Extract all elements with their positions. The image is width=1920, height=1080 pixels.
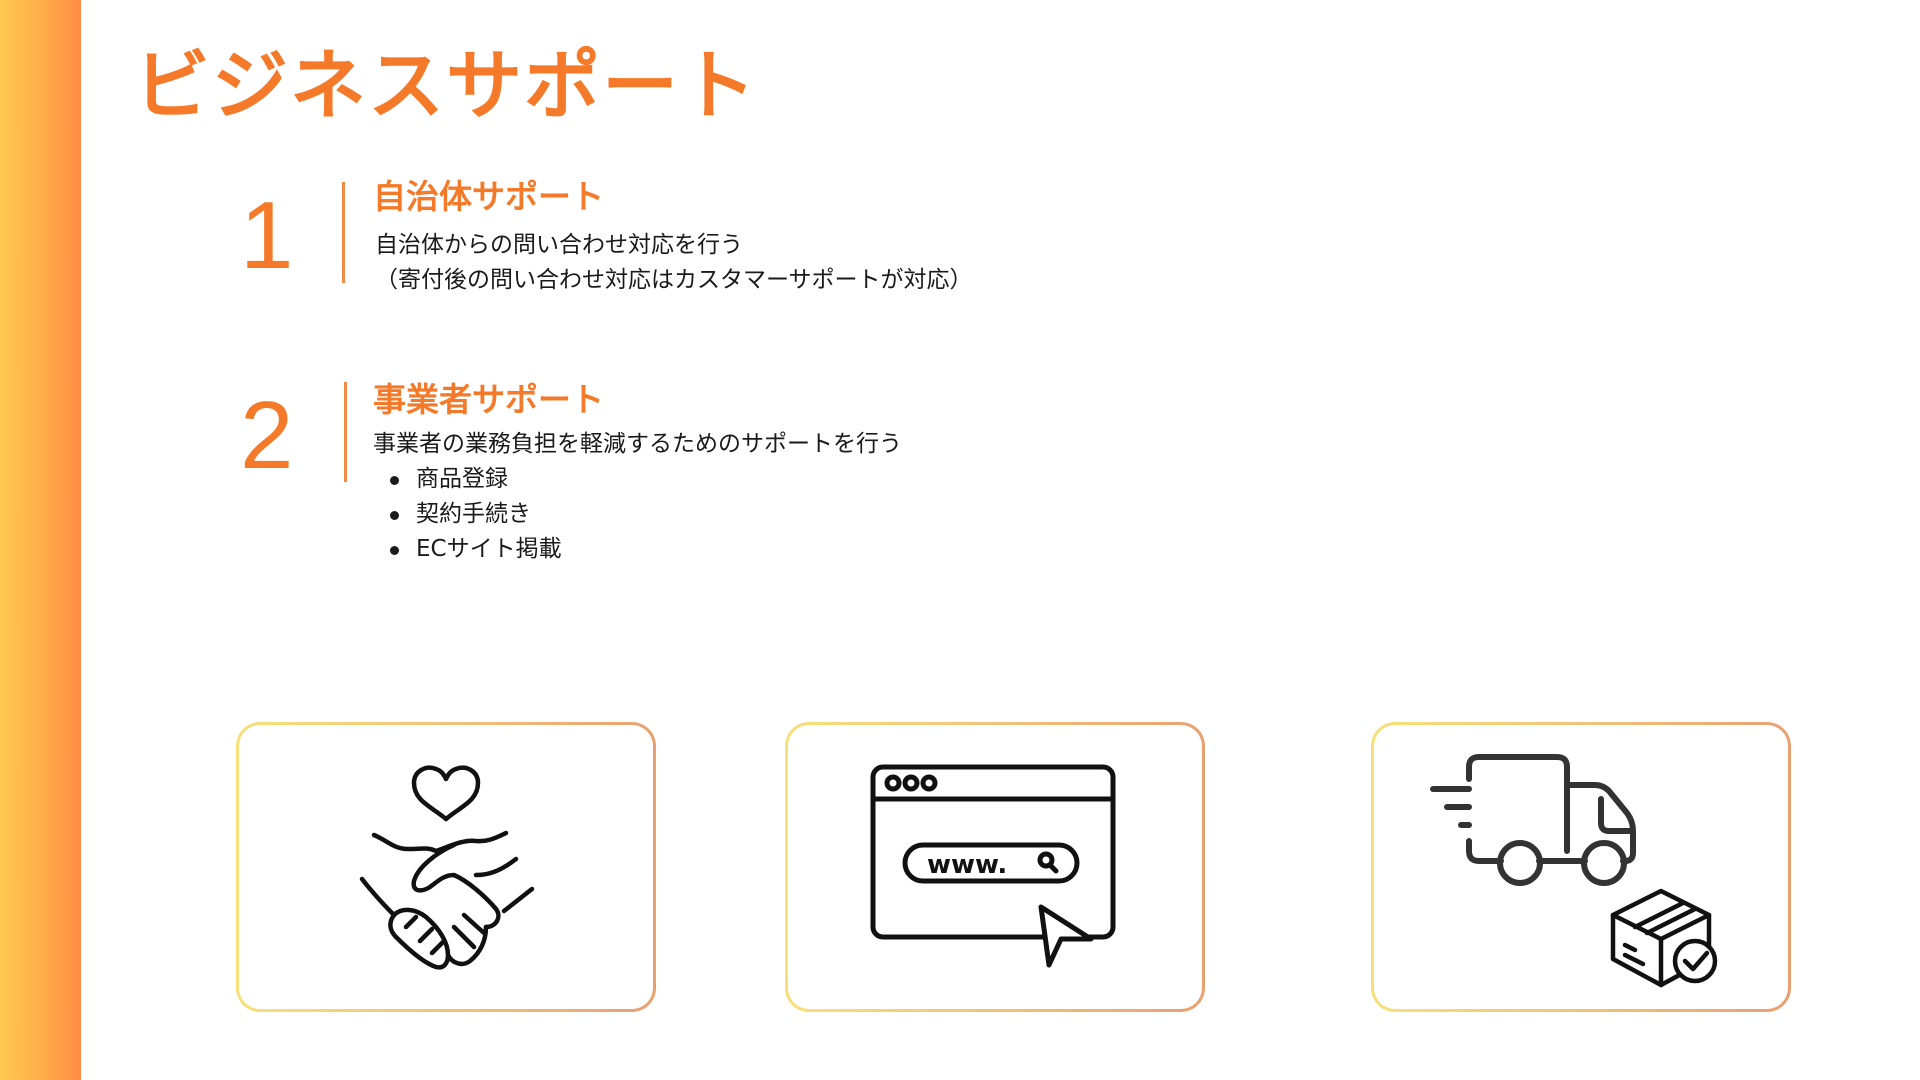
section-body: 自治体からの問い合わせ対応を行う （寄付後の問い合わせ対応はカスタマーサポートが… <box>375 228 973 298</box>
body-line: 事業者の業務負担を軽減するためのサポートを行う <box>373 431 902 457</box>
page-title: ビジネスサポート <box>134 41 758 130</box>
handshake-heart-icon <box>359 765 535 970</box>
card-handshake <box>236 722 656 1012</box>
bullet-dot-icon <box>390 546 399 555</box>
section-heading: 自治体サポート <box>373 177 604 216</box>
bullet-dot-icon <box>390 511 399 520</box>
section-heading: 事業者サポート <box>373 380 604 419</box>
section-divider <box>342 182 345 283</box>
bullet-item: 契約手続き <box>373 497 902 532</box>
section-body: 事業者の業務負担を軽減するためのサポートを行う 商品登録 契約手続き ECサイト… <box>373 427 902 567</box>
section-number: 1 <box>240 182 294 289</box>
section-divider <box>344 382 347 482</box>
card-delivery <box>1371 722 1791 1012</box>
bullet-item: ECサイト掲載 <box>373 532 902 567</box>
section-number: 2 <box>240 382 294 489</box>
body-line: （寄付後の問い合わせ対応はカスタマーサポートが対応） <box>375 267 973 293</box>
browser-search-icon: www. <box>870 764 1116 968</box>
card-browser: www. <box>785 722 1205 1012</box>
body-line: 自治体からの問い合わせ対応を行う <box>375 232 743 258</box>
svg-text:www.: www. <box>927 850 1007 880</box>
delivery-truck-box-icon <box>1430 754 1718 988</box>
bullet-item: 商品登録 <box>373 462 902 497</box>
side-accent-bar <box>0 0 81 1080</box>
bullet-list: 商品登録 契約手続き ECサイト掲載 <box>373 462 902 567</box>
bullet-dot-icon <box>390 476 399 485</box>
